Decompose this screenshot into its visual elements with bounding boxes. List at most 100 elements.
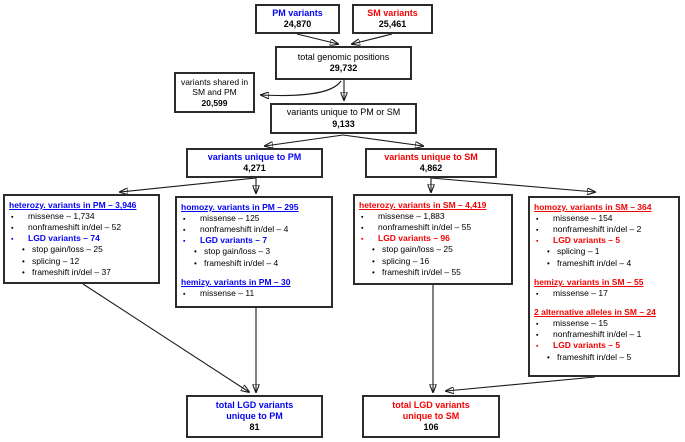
bullet-icon: ▪ xyxy=(536,227,539,235)
bullet-icon: • xyxy=(194,258,197,268)
section-header: heterozy. variants in SM – 4,419 xyxy=(359,200,487,210)
list-item-label: splicing – 16 xyxy=(382,255,430,266)
list-item-label: missense – 154 xyxy=(553,213,613,224)
list-item-label: missense – 125 xyxy=(200,213,260,224)
arrow-unique-to-unique-sm xyxy=(342,134,423,146)
list-item-label: nonframeshift in/del – 55 xyxy=(378,222,472,233)
list-item-label: missense – 17 xyxy=(553,288,608,299)
list-item: •frameshift in/del – 37 xyxy=(9,267,154,278)
bullet-icon: ▪ xyxy=(361,225,364,233)
list-item-label: splicing – 1 xyxy=(557,246,600,257)
list-item-label: missense – 11 xyxy=(200,288,255,299)
list-item: ▪nonframeshift in/del – 4 xyxy=(181,224,327,235)
shared-title-line2: SM and PM xyxy=(192,87,237,98)
list-item: ▪ LGD variants – 74 xyxy=(9,233,154,244)
list-item: ▪ missense – 125 xyxy=(181,213,327,224)
total-lgd-pm-value: 81 xyxy=(249,422,260,433)
bullet-icon: ▪ xyxy=(11,236,14,244)
list-item: • splicing – 12 xyxy=(9,256,154,267)
arrow-hom-sm-to-total-lgd-sm xyxy=(446,376,596,391)
bullet-icon: • xyxy=(547,247,550,257)
box-total-genomic: total genomic positions 29,732 xyxy=(275,46,412,80)
list-item: ▪ missense – 154 xyxy=(534,213,674,224)
bullet-icon: • xyxy=(372,245,375,255)
section-header: homozy. variants in PM – 295 xyxy=(181,202,299,212)
list-item: ▪LGD variants – 5 xyxy=(534,340,674,351)
list-item: • stop gain/loss – 25 xyxy=(9,244,154,255)
list-item: • splicing – 1 xyxy=(534,246,674,257)
bullet-icon: ▪ xyxy=(536,238,539,246)
list-item-label: frameshift in/del – 4 xyxy=(557,257,632,268)
unique-sm-title: variants unique to SM xyxy=(384,151,478,162)
box-homozygous-hemizygous-pm: homozy. variants in PM – 295 ▪ missense – … xyxy=(175,196,333,308)
list-item: ▪ LGD variants – 96 xyxy=(359,233,507,244)
list-item: ▪nonframeshift in/del – 1 xyxy=(534,329,674,340)
box-heterozygous-pm: heterozy. variants in PM – 3,946▪missens… xyxy=(3,194,160,284)
unique-sm-value: 4,862 xyxy=(419,163,443,173)
pm-variants-value: 24,870 xyxy=(283,19,312,29)
total-lgd-sm-value: 106 xyxy=(423,422,439,433)
bullet-icon: • xyxy=(547,258,550,268)
list-item-label: LGD variants – 5 xyxy=(553,340,621,351)
arrow-unique-to-unique-pm xyxy=(265,134,344,146)
list-item: ▪ LGD variants – 5 xyxy=(534,235,674,246)
list-item-label: nonframeshift in/del – 52 xyxy=(28,222,122,233)
bullet-icon: ▪ xyxy=(11,214,14,222)
list-item-label: missense – 1,883 xyxy=(378,211,445,222)
list-item-label: LGD variants – 74 xyxy=(28,233,100,244)
total-lgd-sm-line1: total LGD variants xyxy=(392,399,470,410)
list-item-label: missense – 1,734 xyxy=(28,211,95,222)
list-item: • frameshift in/del – 4 xyxy=(534,258,674,269)
unique-pm-or-sm-title: variants unique to PM or SM xyxy=(286,107,401,118)
list-item-label: stop gain/loss – 25 xyxy=(32,244,103,255)
bullet-icon: ▪ xyxy=(536,216,539,224)
bullet-icon: ▪ xyxy=(361,236,364,244)
pm-variants-title: PM variants xyxy=(272,7,323,18)
list-item-label: LGD variants – 96 xyxy=(378,233,450,244)
box-total-lgd-sm: total LGD variants unique to SM 106 xyxy=(362,395,500,438)
shared-value: 20,599 xyxy=(201,97,228,108)
bullet-icon: ▪ xyxy=(183,238,186,246)
list-item-label: missense – 15 xyxy=(553,318,608,329)
list-item: ▪ missense – 11 xyxy=(181,288,327,299)
list-item-label: LGD variants – 5 xyxy=(553,235,621,246)
bullet-icon: ▪ xyxy=(183,216,186,224)
shared-title-line1: variants shared in xyxy=(180,76,249,87)
box-total-lgd-pm: total LGD variants unique to PM 81 xyxy=(186,395,323,438)
list-item-label: frameshift in/del – 5 xyxy=(557,351,632,362)
unique-pm-or-sm-value: 9,133 xyxy=(332,118,355,129)
arrow-total-to-shared xyxy=(261,80,342,96)
bullet-icon: • xyxy=(22,256,25,266)
bullet-icon: ▪ xyxy=(183,291,186,299)
box-sm-variants: SM variants 25,461 xyxy=(352,4,433,34)
total-genomic-title: total genomic positions xyxy=(297,51,390,62)
list-item: • frameshift in/del – 5 xyxy=(534,352,674,363)
bullet-icon: ▪ xyxy=(536,291,539,299)
bullet-icon: • xyxy=(22,245,25,255)
sm-variants-title: SM variants xyxy=(367,7,418,18)
list-item-label: splicing – 12 xyxy=(32,255,80,266)
unique-pm-title: variants unique to PM xyxy=(207,151,302,162)
list-item: ▪ nonframeshift in/del – 2 xyxy=(534,224,674,235)
bullet-icon: ▪ xyxy=(11,225,14,233)
arrow-unique-sm-to-hom-sm xyxy=(430,177,595,192)
bullet-icon: • xyxy=(547,352,550,362)
list-item: ▪ LGD variants – 7 xyxy=(181,235,327,246)
list-item-label: nonframeshift in/del – 1 xyxy=(553,329,642,340)
list-item: •frameshift in/del – 55 xyxy=(359,267,507,278)
unique-pm-value: 4,271 xyxy=(243,163,266,173)
list-item-label: LGD variants – 7 xyxy=(200,235,268,246)
bullet-icon: • xyxy=(372,268,375,278)
box-pm-variants: PM variants 24,870 xyxy=(255,4,340,34)
list-item: ▪ nonframeshift in/del – 55 xyxy=(359,222,507,233)
list-item: ▪missense – 15 xyxy=(534,318,674,329)
box-unique-pm-or-sm: variants unique to PM or SM 9,133 xyxy=(270,103,417,134)
bullet-icon: • xyxy=(372,256,375,266)
list-item-label: nonframeshift in/del – 2 xyxy=(553,224,642,235)
list-item: • splicing – 16 xyxy=(359,256,507,267)
box-unique-sm: variants unique to SM 4,862 xyxy=(365,148,497,178)
box-homozygous-hemizygous-sm: homozy. variants in SM – 364▪missense – … xyxy=(528,196,680,377)
list-item: ▪ missense – 17 xyxy=(534,288,674,299)
list-item-label: frameshift in/del – 37 xyxy=(32,267,111,278)
list-item: ▪ nonframeshift in/del – 52 xyxy=(9,222,154,233)
